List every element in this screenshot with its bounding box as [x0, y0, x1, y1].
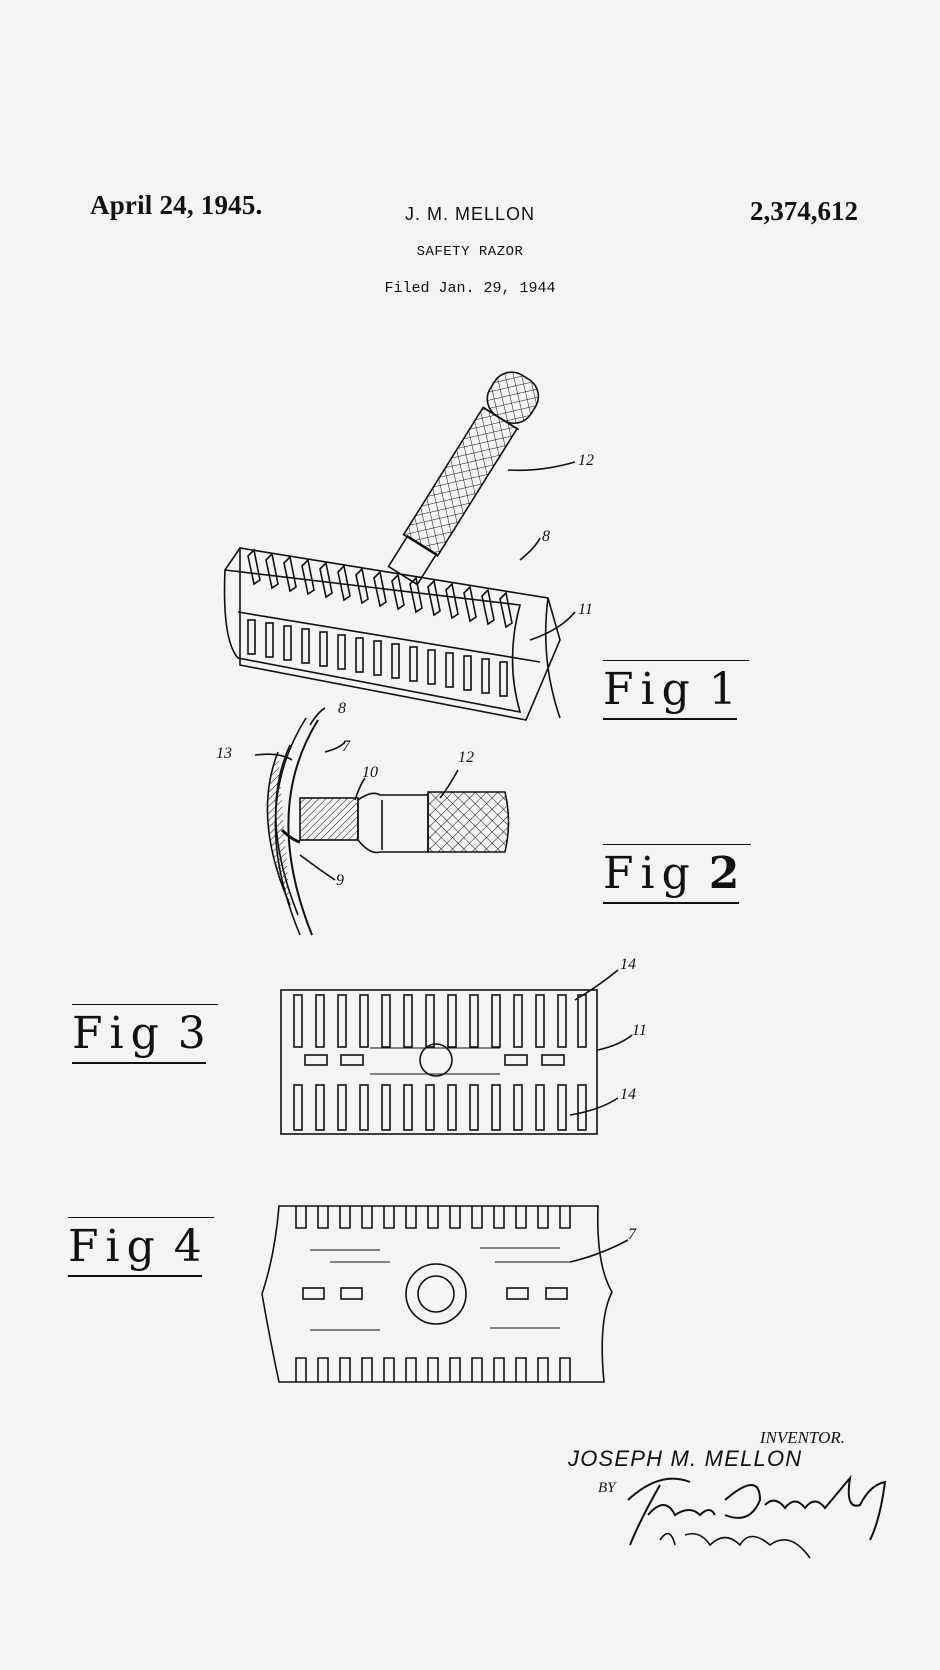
fig3-lower-slots — [293, 1084, 587, 1131]
inventor-name: JOSEPH M. MELLON — [568, 1446, 803, 1471]
fig2-section-drawing — [254, 707, 510, 936]
patent-title: SAFETY RAZOR — [416, 244, 524, 260]
ref-numeral: 14 — [620, 956, 636, 973]
ref-numeral: 14 — [620, 1086, 636, 1103]
ref-numeral: 11 — [632, 1022, 647, 1039]
fig1-lower-teeth — [247, 619, 508, 697]
fig4-upper-teeth — [295, 1206, 571, 1229]
patent-date: April 24, 1945. — [90, 190, 263, 220]
inventor-label: INVENTOR. — [759, 1428, 845, 1447]
attorney-signature — [627, 1474, 887, 1559]
ref-numeral: 12 — [578, 452, 594, 469]
ref-numeral: 8 — [542, 528, 550, 545]
ref-numeral: 12 — [458, 749, 474, 766]
inventor-heading: J. M. MELLON — [404, 204, 536, 224]
ref-numeral: 7 — [342, 738, 350, 755]
ref-numeral: 11 — [578, 601, 593, 618]
ref-numeral: 9 — [336, 872, 344, 889]
ref-numeral: 7 — [628, 1226, 636, 1243]
fig1-upper-teeth — [247, 548, 513, 629]
fig4-blade-drawing — [261, 1205, 629, 1383]
ref-numeral: 13 — [216, 745, 232, 762]
fig4-lower-teeth — [295, 1357, 571, 1382]
by-label: BY — [598, 1480, 616, 1496]
fig3-upper-slots — [293, 994, 587, 1048]
fig1-razor-drawing — [223, 371, 576, 721]
ref-numeral: 8 — [338, 700, 346, 717]
patent-number: 2,374,612 — [750, 196, 858, 226]
filing-date: Filed Jan. 29, 1944 — [384, 280, 556, 297]
ref-numeral: 10 — [362, 764, 378, 781]
fig3-guard-drawing — [280, 969, 633, 1135]
